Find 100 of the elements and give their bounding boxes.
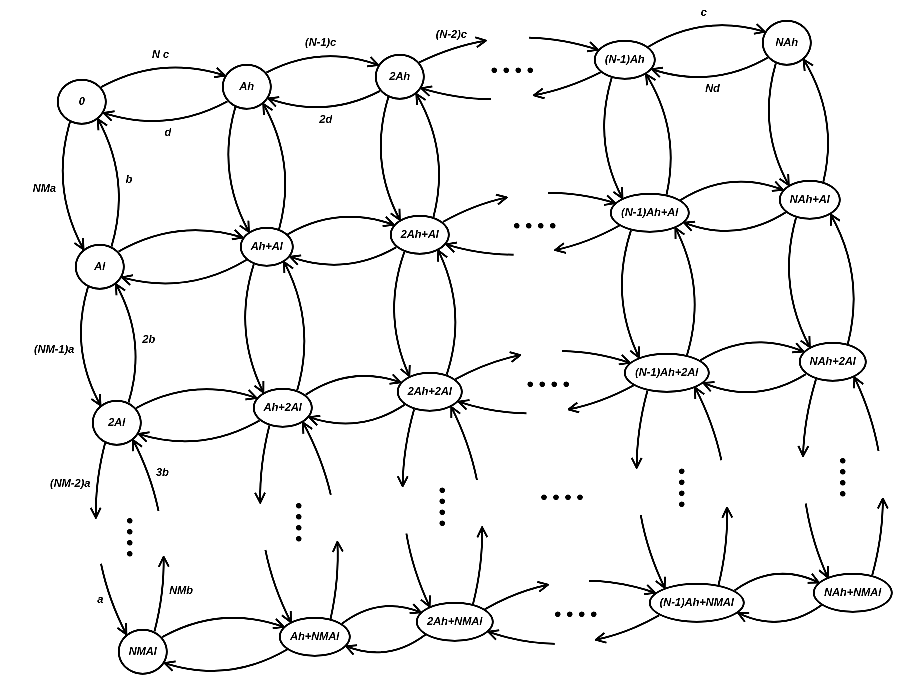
transition-arrow <box>488 629 555 645</box>
state-label: Ah+Al <box>250 241 284 253</box>
transition-arrow <box>651 57 768 78</box>
transition-arrow <box>631 390 649 470</box>
transition-arrow <box>136 388 258 410</box>
transition-arrow <box>798 379 818 458</box>
transition-arrow <box>683 212 786 232</box>
state-ellipse <box>798 342 868 382</box>
transition-arrow <box>162 617 285 638</box>
transition-arrow <box>380 97 402 222</box>
state-ellipse <box>390 215 450 255</box>
state-label: Al <box>94 261 106 273</box>
transition-arrow <box>228 107 250 234</box>
state-ellipse <box>416 602 494 642</box>
state-ellipse <box>57 79 107 125</box>
transition-arrow <box>330 541 344 620</box>
state-label: Ah+NMAl <box>290 631 340 643</box>
transition-arrow <box>283 261 306 391</box>
transition-arrow <box>702 374 807 394</box>
transition-arrow <box>416 93 440 218</box>
transition-arrow <box>100 564 128 636</box>
state-ellipse <box>375 54 425 100</box>
transition-arrow <box>420 86 492 100</box>
state-ellipse <box>610 193 690 233</box>
state-label: Ah <box>240 81 254 93</box>
state-ellipse <box>396 372 464 412</box>
transition-arrow <box>262 103 286 230</box>
edge-label: (NM-1)a <box>33 344 76 358</box>
state-ellipse <box>648 583 746 623</box>
state-label: (N-1)Ah+Al <box>621 207 679 219</box>
transition-arrow <box>102 100 228 122</box>
transition-arrow <box>768 63 790 186</box>
transition-arrow <box>442 194 508 224</box>
transition-arrow <box>118 229 244 253</box>
transition-arrow <box>529 36 600 53</box>
transition-arrow <box>266 56 380 74</box>
state-ellipse <box>92 400 142 446</box>
transition-arrow <box>437 250 457 376</box>
transition-arrow <box>305 374 402 396</box>
transition-arrow <box>62 122 85 251</box>
transition-arrow <box>115 283 137 403</box>
state-label: NAh <box>776 37 798 49</box>
transition-arrow <box>90 443 106 519</box>
transition-arrow <box>397 409 416 488</box>
state-label: 2Ah <box>390 71 410 83</box>
transition-arrow <box>97 118 120 247</box>
edge-label: (N-1)c <box>304 36 338 50</box>
transition-arrow <box>694 386 723 461</box>
transition-arrow <box>345 634 426 656</box>
state-label: NAh+2Al <box>810 356 856 368</box>
transition-arrow <box>302 422 332 496</box>
state-label: 0 <box>78 96 86 108</box>
transition-arrow <box>455 352 522 380</box>
transition-arrow <box>604 78 624 200</box>
transition-arrow <box>406 534 432 608</box>
state-label: NAh+NMAl <box>824 587 882 599</box>
state-ellipse <box>279 617 351 657</box>
transition-arrow <box>484 581 550 610</box>
edge-label: (NM-2)a <box>49 478 92 491</box>
transition-arrow <box>621 230 641 359</box>
transition-arrow <box>640 515 666 590</box>
state-label: (N-1)Ah <box>605 54 645 66</box>
state-ellipse <box>624 353 710 393</box>
transition-arrow <box>244 264 265 394</box>
transition-arrow <box>788 218 811 348</box>
state-ellipse <box>252 388 314 428</box>
state-label: NMAl <box>128 646 158 658</box>
state-label: (N-1)Ah+NMAl <box>660 597 734 609</box>
transition-arrow <box>648 24 766 48</box>
transition-arrow <box>802 58 830 182</box>
state-ellipse <box>118 629 168 675</box>
transition-arrow <box>718 506 734 586</box>
state-ellipse <box>240 227 294 267</box>
transition-arrow <box>830 214 855 344</box>
state-label: 2Ah+NMAl <box>427 616 483 628</box>
state-label: Ah+2Al <box>264 402 302 414</box>
transition-arrow <box>80 287 102 407</box>
transition-arrow <box>393 252 412 378</box>
transition-arrow <box>138 420 260 443</box>
state-label: (N-1)Ah+2Al <box>635 367 699 379</box>
transition-arrow <box>154 556 170 632</box>
state-ellipse <box>75 244 125 290</box>
transition-arrow <box>853 376 880 452</box>
transition-arrow <box>568 384 634 414</box>
transition-arrow <box>100 66 226 88</box>
transition-arrow <box>700 342 805 362</box>
state-label: 2Al <box>108 417 126 429</box>
transition-arrow <box>737 604 822 624</box>
edge-label: (N-2)c <box>435 28 468 42</box>
transition-arrow <box>308 404 406 426</box>
transition-arrow <box>288 216 395 236</box>
transition-arrow <box>871 498 889 576</box>
state-ellipse <box>222 64 272 110</box>
state-label: 2Ah+2Al <box>408 386 452 398</box>
transition-arrow <box>594 614 660 644</box>
state-ellipse <box>778 180 842 220</box>
state-ellipse <box>594 40 656 80</box>
transition-arrow <box>805 504 830 579</box>
transition-arrow <box>674 227 696 356</box>
transition-arrow <box>533 72 602 100</box>
